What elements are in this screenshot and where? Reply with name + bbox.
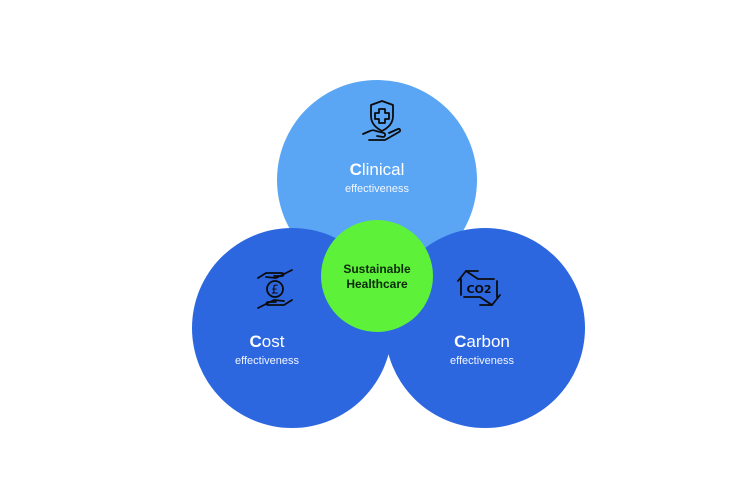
carbon-label: Carbon effectiveness: [405, 332, 559, 368]
clinical-rest: linical: [361, 160, 405, 179]
center-circle: [321, 220, 433, 332]
cost-label: Cost effectiveness: [192, 332, 342, 368]
center-line1: Sustainable: [343, 262, 411, 276]
carbon-rest: arbon: [466, 332, 510, 351]
co2-hands-icon: CO2: [457, 270, 501, 306]
cost-initial: C: [249, 332, 262, 351]
cost-rest: ost: [261, 332, 285, 351]
cost-subtitle: effectiveness: [234, 355, 299, 367]
center-line2: Healthcare: [346, 277, 408, 291]
carbon-title: Carbon: [405, 332, 559, 352]
carbon-subtitle: effectiveness: [449, 355, 514, 367]
shield-cross-hand-icon: [362, 100, 401, 141]
carbon-initial: C: [454, 332, 467, 351]
clinical-title: Clinical: [277, 160, 477, 180]
center-label: Sustainable Healthcare: [321, 262, 433, 292]
clinical-subtitle: effectiveness: [344, 183, 409, 195]
clinical-initial: C: [349, 160, 362, 179]
pound-coin-hands-icon: £: [257, 269, 293, 309]
clinical-label: Clinical effectiveness: [277, 160, 477, 196]
cost-title: Cost: [192, 332, 342, 352]
pound-glyph: £: [271, 283, 279, 297]
co2-glyph: CO2: [466, 283, 491, 296]
